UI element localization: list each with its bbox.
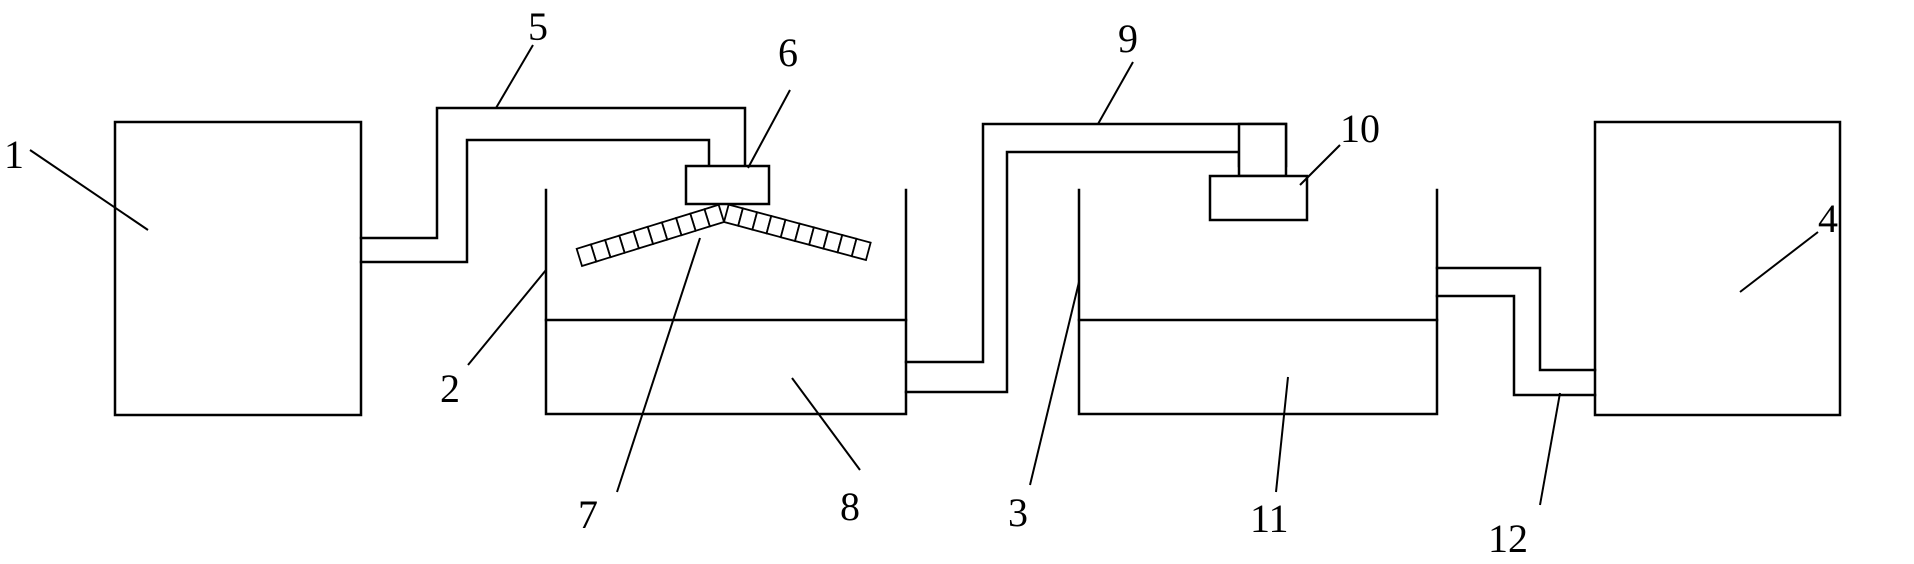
unit-1-box (113, 120, 363, 417)
pipe-12-inner (1435, 294, 1597, 397)
label-12: 12 (1488, 516, 1528, 561)
unit-10-box (1208, 174, 1309, 222)
unit-6-box (684, 164, 771, 206)
pipe-5-outer (359, 106, 747, 240)
tank-2 (544, 188, 908, 416)
leader-7 (616, 237, 701, 493)
leader-3 (1029, 281, 1080, 486)
label-3: 3 (1008, 490, 1028, 535)
leader-1 (29, 149, 149, 231)
leader-10 (1299, 144, 1341, 186)
plate-segment (575, 243, 598, 268)
leader-2 (467, 269, 547, 366)
leader-8 (791, 377, 861, 471)
label-8: 8 (840, 484, 860, 529)
leader-5 (495, 44, 534, 109)
label-2: 2 (440, 366, 460, 411)
leader-9 (1097, 61, 1134, 125)
plate-7 (575, 203, 872, 268)
leader-12 (1539, 392, 1561, 506)
label-4: 4 (1818, 196, 1838, 241)
label-1: 1 (4, 132, 24, 177)
label-6: 6 (778, 30, 798, 75)
pipe-12-outer (1435, 266, 1597, 372)
unit-4-box (1593, 120, 1842, 417)
pipe-9-outer (904, 122, 1288, 364)
label-5: 5 (528, 4, 548, 49)
pipe-5-inner (359, 138, 711, 264)
leader-6 (747, 89, 791, 169)
plate-segment (850, 237, 872, 262)
label-9: 9 (1118, 16, 1138, 61)
label-7: 7 (578, 492, 598, 537)
pipe-9-connector (1237, 122, 1288, 178)
pipe-9-inner (904, 150, 1241, 394)
tank-3 (1077, 188, 1439, 416)
leader-4 (1739, 231, 1819, 293)
label-11: 11 (1250, 496, 1289, 541)
label-10: 10 (1340, 106, 1380, 151)
leader-11 (1275, 376, 1289, 493)
